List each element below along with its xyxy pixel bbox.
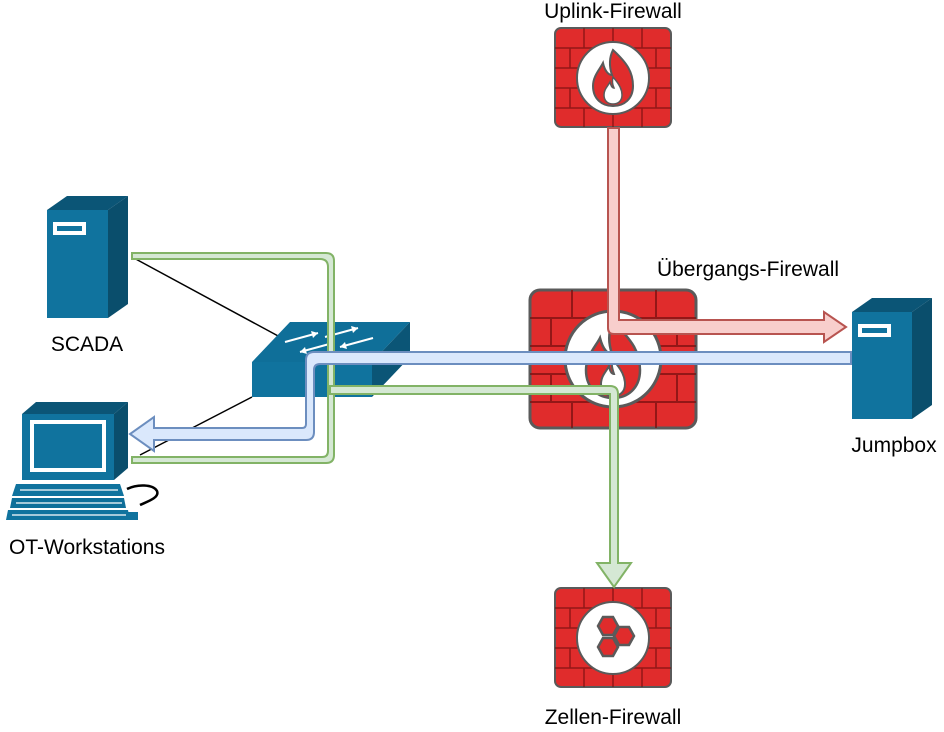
flow-arrow-green: [131, 252, 633, 589]
link-ot-switch: [139, 396, 253, 456]
transition-firewall-label: Übergangs-Firewall: [657, 258, 839, 281]
cell-firewall[interactable]: [554, 587, 672, 688]
cell-firewall-label: Zellen-Firewall: [545, 706, 682, 729]
ot-workstation-icon[interactable]: [6, 402, 159, 520]
ot-workstations-label: OT-Workstations: [9, 536, 165, 559]
flame-icon: [591, 48, 635, 108]
flow-arrow-red: [607, 127, 848, 344]
jumpbox-label: Jumpbox: [851, 434, 937, 457]
hexagon-icon: [596, 615, 636, 658]
flow-arrow-blue: [128, 351, 852, 453]
uplink-firewall-label: Uplink-Firewall: [544, 0, 682, 23]
scada-label: SCADA: [51, 333, 123, 356]
link-scada-switch: [131, 256, 281, 338]
jumpbox-server-icon[interactable]: [852, 298, 932, 419]
uplink-firewall[interactable]: [554, 27, 672, 128]
scada-server-icon[interactable]: [47, 196, 128, 318]
